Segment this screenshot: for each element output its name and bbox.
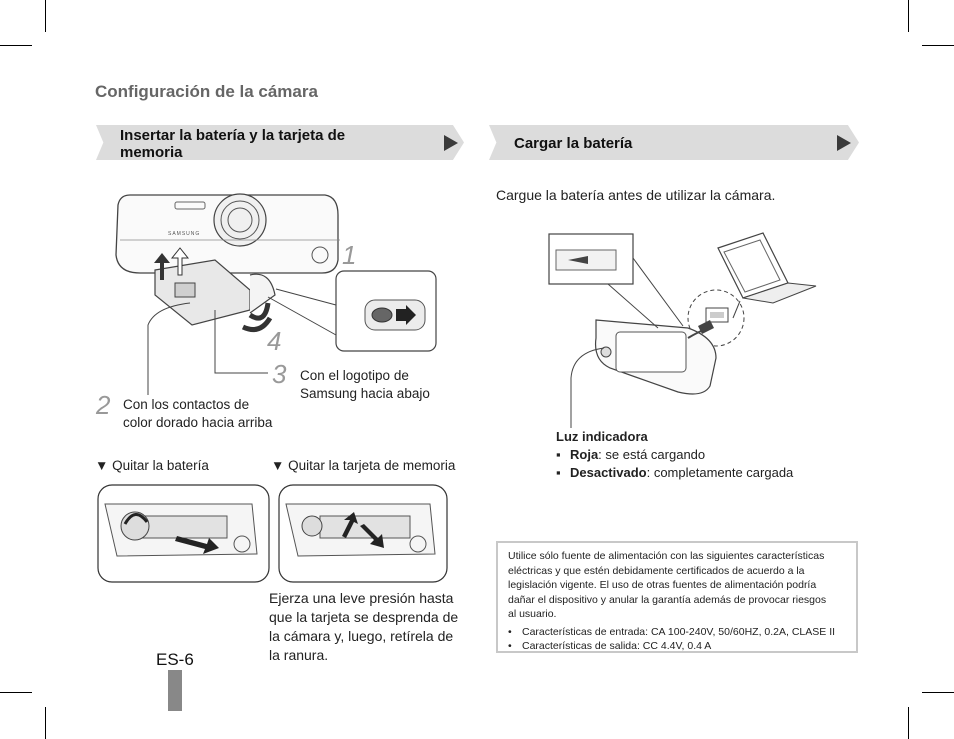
crop-mark [908,0,909,32]
play-arrow-icon [837,135,851,151]
right-section-banner [489,125,859,160]
camera-brand: SAMSUNG [168,231,200,237]
power-supply-notice: Utilice sólo fuente de alimentación con … [496,541,858,653]
step-2-number: 2 [96,390,111,420]
notice-bullet: •Características de salida: CC 4.4V, 0.4… [508,640,712,652]
right-section-title: Cargar la batería [514,135,633,152]
indicator-red: ▪Roja: se está cargando [556,447,706,462]
remove-battery-label: ▼ Quitar la batería [95,458,209,473]
crop-mark [922,692,954,693]
card-removal-note: Ejerza una leve presión hasta que la tar… [269,590,459,663]
charging-illustration [548,232,817,428]
crop-mark [0,45,32,46]
play-arrow-icon [444,135,458,151]
step-4-number: 4 [267,326,282,356]
remove-card-illustration [278,484,448,583]
crop-mark [45,0,46,32]
indicator-title: Luz indicadora [556,429,648,444]
remove-battery-illustration [97,484,270,583]
notice-text: Utilice sólo fuente de alimentación con … [508,549,854,654]
charge-intro: Cargue la batería antes de utilizar la c… [496,187,776,203]
crop-mark [45,707,46,739]
indicator-off: ▪Desactivado: completamente cargada [556,465,794,480]
notice-bullet: •Características de entrada: CA 100-240V… [508,625,836,638]
crop-mark [0,692,32,693]
battery-insertion-illustration: SAMSUNG [115,193,437,395]
left-section-banner [96,125,464,160]
crop-mark [908,707,909,739]
crop-mark [922,45,954,46]
step-3-number: 3 [272,359,287,389]
step-1-number: 1 [342,240,357,270]
page-tab-marker [168,670,182,711]
page-number: ES-6 [156,650,194,669]
indicator-section: Luz indicadora ▪Roja: se está cargando ▪… [556,428,793,482]
page-title: Configuración de la cámara [95,82,318,101]
remove-card-label: ▼ Quitar la tarjeta de memoria [271,458,456,473]
